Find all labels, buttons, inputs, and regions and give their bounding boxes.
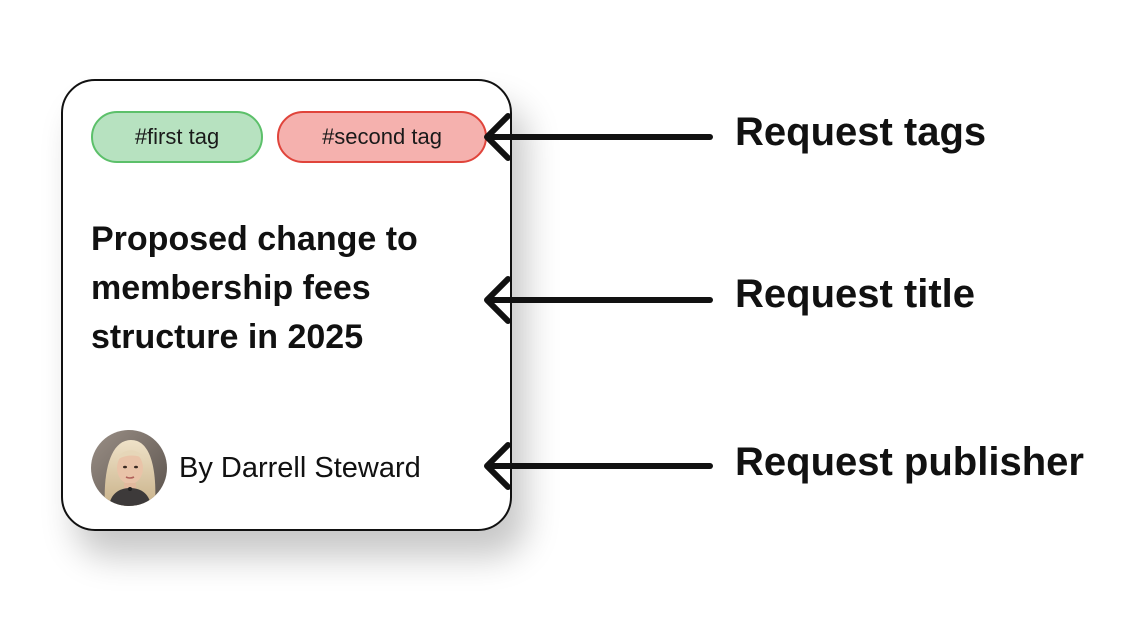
- title-line-2: membership fees: [91, 269, 371, 307]
- title-line-1: Proposed change to: [91, 220, 418, 258]
- callout-request-title: Request title: [735, 272, 976, 316]
- tag-first[interactable]: #first tag: [91, 111, 263, 163]
- callout-request-tags: Request tags: [735, 110, 987, 154]
- arrow-title-icon: [484, 276, 713, 324]
- user-avatar-photo-icon: [91, 430, 167, 506]
- request-card[interactable]: #first tag #second tag Proposed change t…: [61, 79, 512, 531]
- avatar: [91, 430, 167, 506]
- tag-first-label: #first tag: [134, 124, 220, 149]
- title-line-3: structure in 2025: [91, 318, 364, 356]
- callout-request-publisher: Request publisher: [735, 440, 1084, 484]
- tag-second-label: #second tag: [322, 124, 442, 149]
- request-title[interactable]: Proposed change to membership fees struc…: [91, 215, 491, 362]
- request-publisher[interactable]: By Darrell Steward: [91, 430, 421, 506]
- publisher-name[interactable]: By Darrell Steward: [179, 451, 421, 484]
- tag-second[interactable]: #second tag: [277, 111, 487, 163]
- arrow-tags-icon: [484, 113, 713, 161]
- arrow-publisher-icon: [484, 442, 713, 490]
